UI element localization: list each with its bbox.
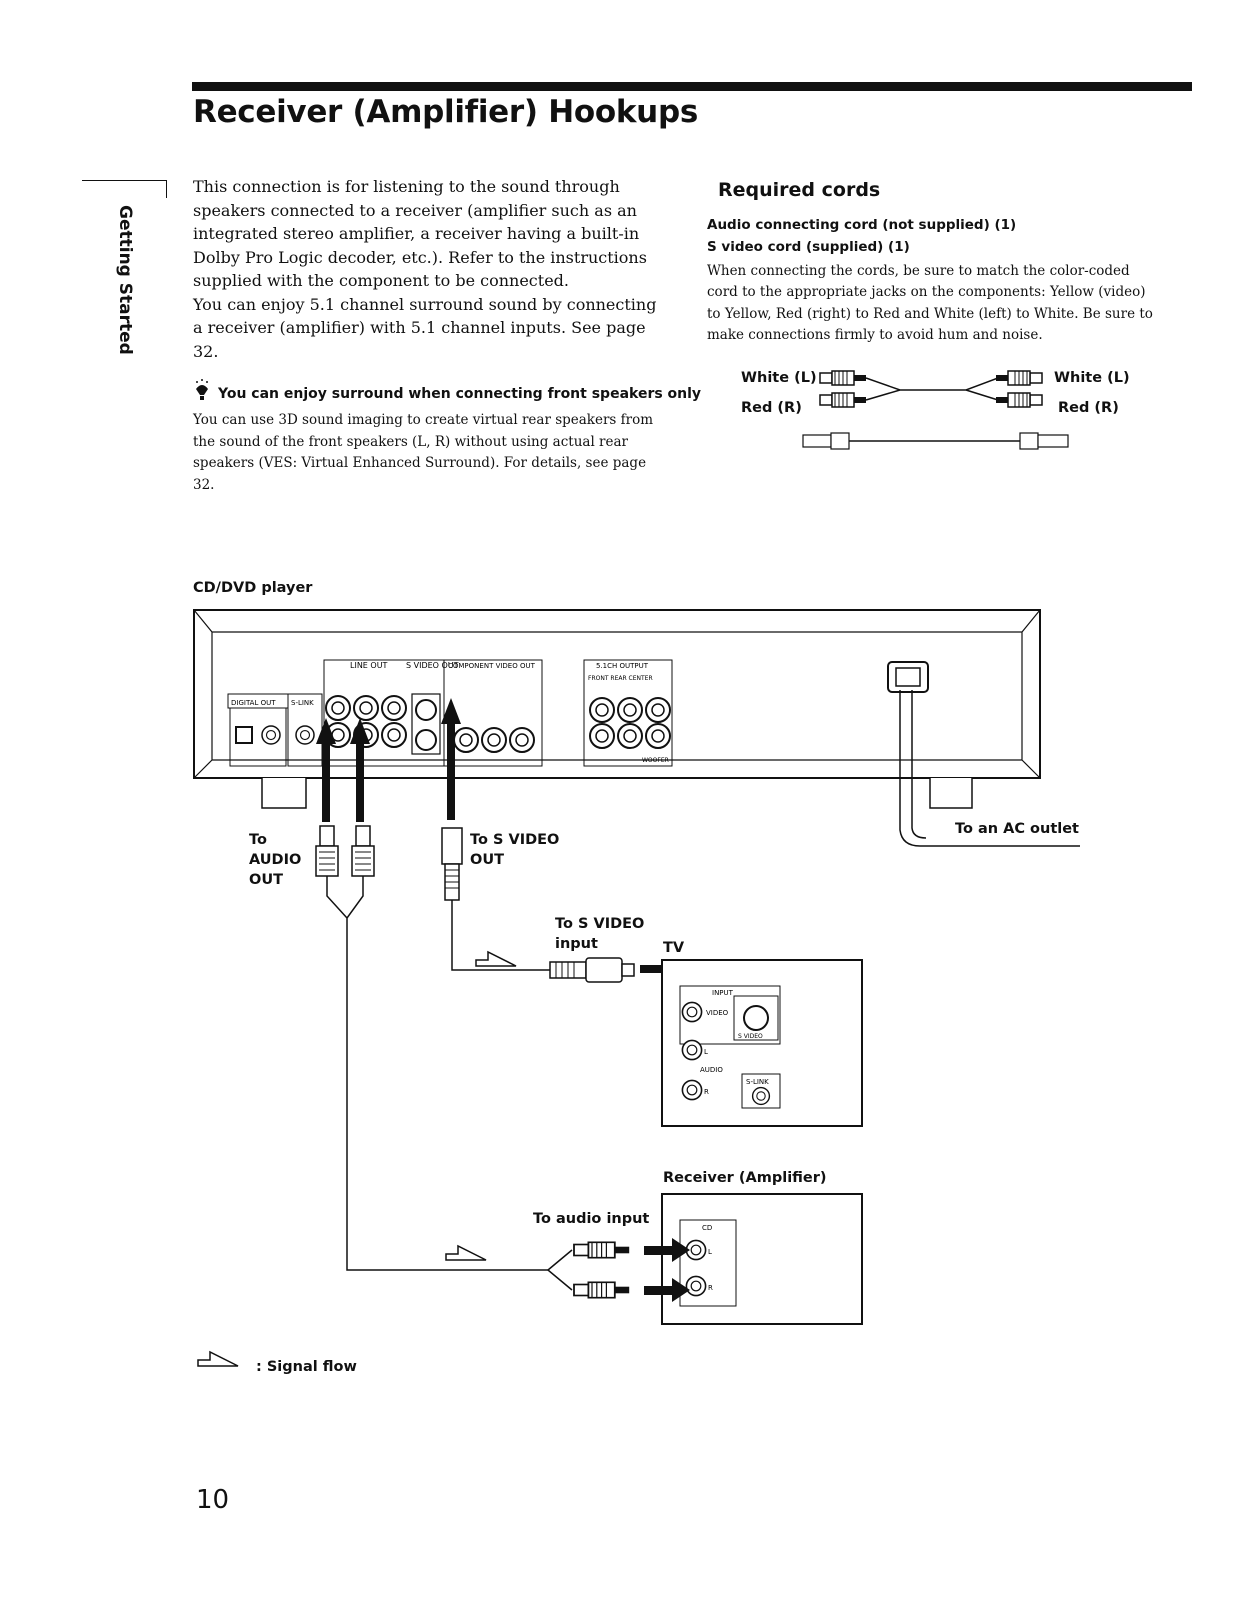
panel-51ch-output-label: 5.1CH OUTPUT — [596, 662, 649, 670]
cord-illustrations — [802, 370, 1069, 450]
lightbulb-icon — [196, 379, 208, 400]
intro-paragraph-1: This connection is for listening to the … — [193, 177, 647, 290]
panel-s-link-label: S-LINK — [291, 699, 314, 707]
audio-cord-label: Audio connecting cord (not supplied) (1) — [707, 217, 1017, 233]
tv-video-label: VIDEO — [706, 1009, 729, 1017]
audio-cable-player-end — [315, 825, 548, 1271]
to-audio-out-label: To AUDIO OUT — [249, 832, 302, 888]
audio-cable-receiver-end — [547, 1238, 690, 1302]
receiver-r-label: R — [708, 1284, 713, 1292]
receiver-panel — [661, 1193, 863, 1325]
signal-flow-icon — [197, 1351, 239, 1367]
connection-arrows — [316, 698, 461, 822]
page-number: 10 — [196, 1485, 230, 1515]
tv-label: TV — [663, 940, 685, 956]
panel-component-video-label: COMPONENT VIDEO OUT — [448, 662, 536, 670]
tv-input-label: INPUT — [712, 989, 734, 997]
side-tab-label: Getting Started — [115, 205, 135, 355]
panel-s-video-out-label: S VIDEO OUT — [406, 661, 459, 670]
required-cords-body: When connecting the cords, be sure to ma… — [707, 263, 1153, 343]
receiver-label: Receiver (Amplifier) — [663, 1170, 827, 1186]
player-rear-panel — [193, 609, 1041, 809]
cord-white-right-label: White (L) — [1054, 370, 1130, 386]
ac-cord — [899, 690, 1080, 847]
tv-s-link-label: S-LINK — [746, 1078, 769, 1086]
side-tab-tick — [166, 180, 167, 198]
signal-flow-label: : Signal flow — [256, 1359, 357, 1375]
side-tab-line — [82, 180, 167, 181]
cord-white-left-label: White (L) — [741, 370, 817, 386]
receiver-cd-label: CD — [702, 1224, 712, 1232]
top-rule — [192, 82, 1192, 91]
required-cords-title: Required cords — [718, 179, 881, 201]
intro-paragraph-2: You can enjoy 5.1 channel surround sound… — [193, 294, 657, 361]
panel-woofer-label: WOOFER — [642, 757, 669, 764]
tv-s-video-label: S VIDEO — [738, 1033, 763, 1040]
tv-r-label: R — [704, 1088, 709, 1096]
intro-text: This connection is for listening to the … — [193, 175, 663, 363]
tv-audio-label: AUDIO — [700, 1066, 723, 1074]
tip-body: You can use 3D sound imaging to create v… — [193, 412, 654, 493]
tv-l-label: L — [704, 1048, 708, 1056]
to-s-video-out-label: To S VIDEO OUT — [470, 832, 560, 868]
page-title: Receiver (Amplifier) Hookups — [193, 94, 698, 130]
cd-dvd-player-label: CD/DVD player — [193, 580, 313, 596]
ac-outlet-label: To an AC outlet — [955, 821, 1079, 837]
tv-panel — [661, 959, 863, 1127]
cord-red-left-label: Red (R) — [741, 400, 802, 416]
panel-front-rear-center-label: FRONT REAR CENTER — [588, 675, 653, 682]
panel-digital-out-label: DIGITAL OUT — [231, 699, 276, 707]
cord-red-right-label: Red (R) — [1058, 400, 1119, 416]
receiver-l-label: L — [708, 1248, 712, 1256]
panel-line-out-label: LINE OUT — [350, 661, 388, 670]
to-s-video-input-label: To S VIDEO input — [555, 916, 645, 952]
tip-title: You can enjoy surround when connecting f… — [218, 386, 702, 402]
to-audio-input-label: To audio input — [533, 1211, 650, 1227]
s-video-cord-label: S video cord (supplied) (1) — [707, 239, 910, 255]
